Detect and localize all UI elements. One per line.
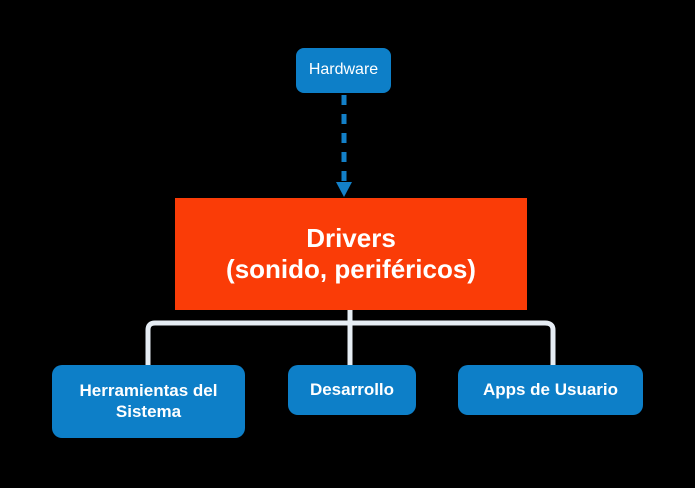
connector-drivers-to-children [145, 310, 556, 365]
node-system-tools-label-line1: Herramientas del [79, 381, 218, 401]
node-system-tools[interactable]: Herramientas del Sistema [52, 365, 245, 438]
node-user-apps[interactable]: Apps de Usuario [458, 365, 643, 415]
node-drivers[interactable]: Drivers (sonido, periféricos) [175, 198, 527, 310]
node-development[interactable]: Desarrollo [288, 365, 416, 415]
down-arrow-icon [336, 182, 352, 197]
node-hardware-label: Hardware [308, 61, 379, 79]
node-hardware[interactable]: Hardware [296, 48, 391, 93]
node-system-tools-label-line2: Sistema [115, 401, 182, 421]
node-drivers-label-line2: (sonido, periféricos) [226, 254, 476, 284]
connector-hardware-to-drivers [336, 95, 352, 197]
node-drivers-label-line1: Drivers [306, 223, 396, 254]
node-development-label: Desarrollo [309, 379, 395, 399]
node-user-apps-label: Apps de Usuario [482, 379, 619, 399]
horizontal-bracket [145, 320, 556, 365]
